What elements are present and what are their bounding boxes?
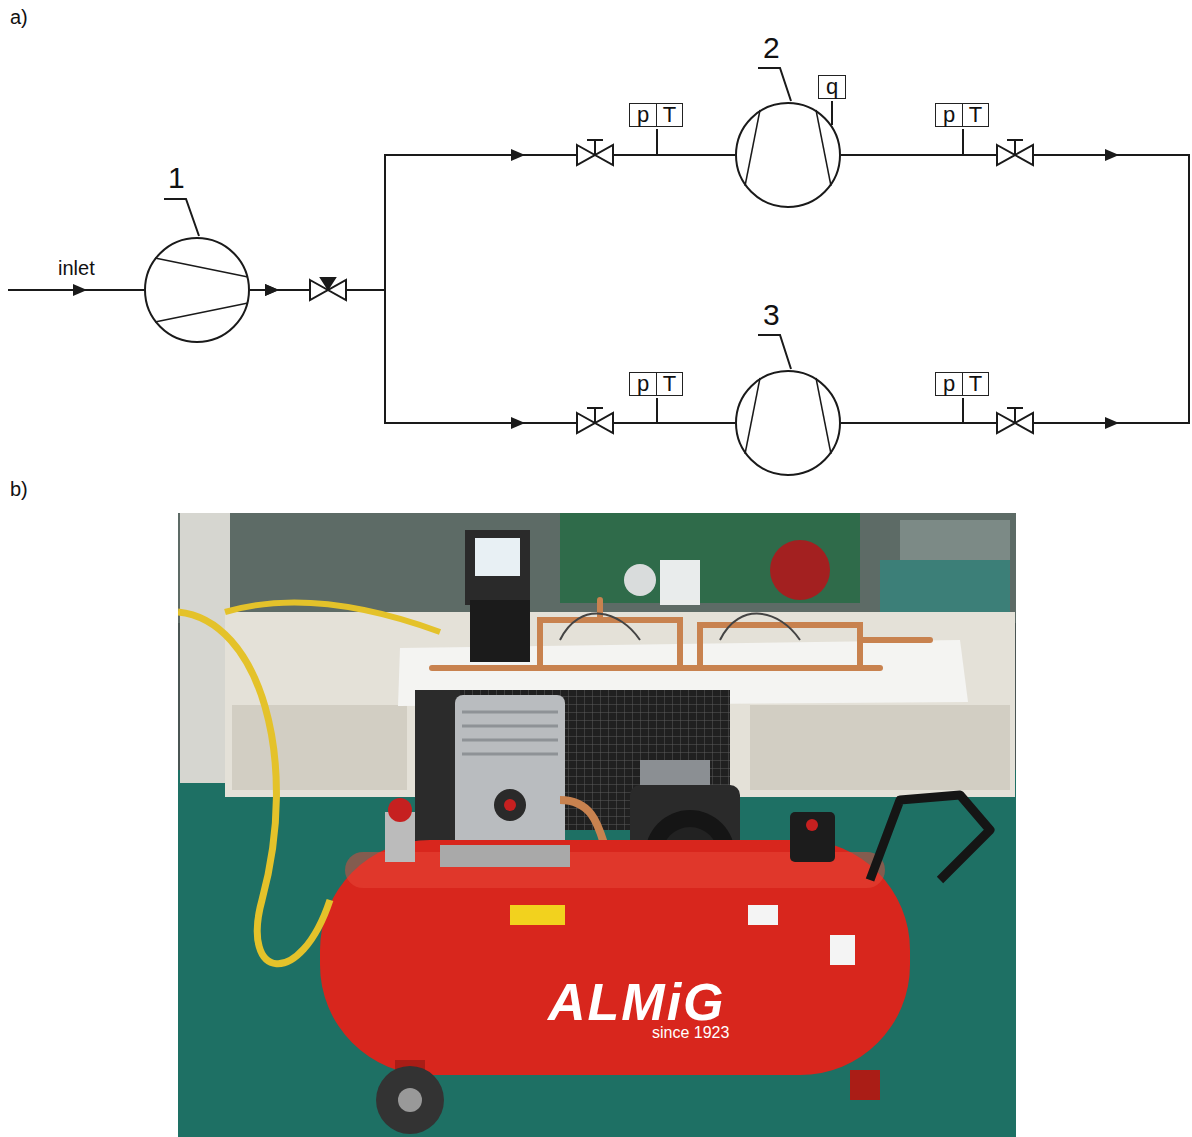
- pipe-connector: [250, 284, 735, 429]
- brand-logo: ALMiG: [548, 972, 726, 1032]
- compressor-outline: [144, 237, 250, 343]
- compressor-blade: [816, 110, 831, 186]
- hand-valve: [997, 140, 1033, 165]
- tap-line: [656, 398, 658, 423]
- sensor-symbol: T: [656, 104, 682, 126]
- flow-meter-box: q: [818, 75, 846, 99]
- callout-number: 3: [763, 300, 780, 330]
- callout-number: 2: [763, 33, 780, 63]
- compressor-blade: [745, 110, 760, 186]
- hand-valve: [577, 140, 613, 165]
- pipe-connector: [250, 149, 735, 296]
- sensor-symbol: p: [630, 104, 656, 126]
- sensor-symbol: q: [819, 76, 845, 98]
- sensor-box: pT: [629, 103, 683, 127]
- flow-arrow: [73, 284, 87, 296]
- arrowhead: [265, 284, 279, 296]
- sensor-symbol: p: [936, 104, 962, 126]
- compressor-outline: [735, 102, 841, 208]
- test-rig-photo: [178, 513, 1016, 1137]
- sensor-symbol: T: [656, 373, 682, 395]
- sensor-symbol: T: [962, 373, 988, 395]
- compressor-symbol: 3: [735, 370, 841, 476]
- flow-arrow: [1105, 149, 1119, 161]
- outlet-manifold: [1188, 154, 1190, 424]
- panel-letter: b): [10, 478, 28, 501]
- sensor-box: pT: [935, 372, 989, 396]
- sensor-box: pT: [935, 103, 989, 127]
- pipe-line: [250, 290, 735, 423]
- compressor-circle: [145, 238, 249, 342]
- arrowhead: [265, 284, 279, 296]
- compressor-blade: [745, 378, 760, 454]
- sensor-symbol: T: [962, 104, 988, 126]
- compressor-circle: [736, 103, 840, 207]
- needle-valve-actuator: [321, 278, 335, 289]
- pipe-line: [250, 155, 735, 290]
- compressor-outline: [735, 370, 841, 476]
- flow-label: inlet: [58, 257, 95, 280]
- arrowhead: [511, 417, 525, 429]
- compressor-blade: [816, 378, 831, 454]
- leader-line: [758, 68, 791, 101]
- leader-line: [758, 335, 791, 369]
- brand-tagline: since 1923: [652, 1024, 729, 1042]
- hand-valve: [577, 408, 613, 433]
- tap-line: [831, 101, 833, 125]
- compressor-circle: [736, 371, 840, 475]
- tap-line: [656, 129, 658, 155]
- callout-number: 1: [168, 163, 185, 193]
- tap-line: [962, 129, 964, 155]
- flow-arrow: [1105, 417, 1119, 429]
- compressor-symbol: 2: [735, 102, 841, 208]
- leader-line: [164, 199, 199, 236]
- hand-valve: [997, 408, 1033, 433]
- arrowhead: [511, 149, 525, 161]
- compressor-blade: [155, 258, 248, 277]
- compressor-symbol: 1: [144, 237, 250, 343]
- sensor-symbol: p: [630, 373, 656, 395]
- panel-letter: a): [10, 6, 28, 29]
- sensor-symbol: p: [936, 373, 962, 395]
- tap-line: [962, 398, 964, 423]
- compressor-blade: [155, 303, 248, 322]
- sensor-box: pT: [629, 372, 683, 396]
